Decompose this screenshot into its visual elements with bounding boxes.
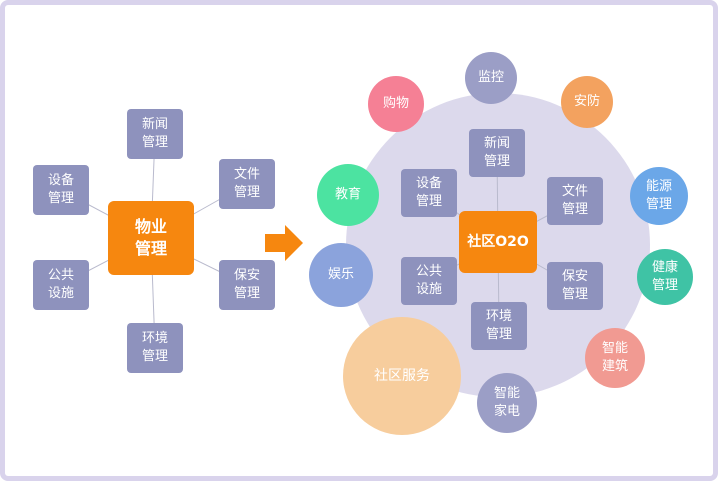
right-node-news-management: 新闻 管理 <box>469 129 525 177</box>
outer-circle-smart-building: 智能 建筑 <box>585 328 645 388</box>
left-node-public-facility: 公共 设施 <box>33 260 89 310</box>
outer-circle-energy-management: 能源 管理 <box>630 167 688 225</box>
transform-arrow-icon <box>265 225 303 261</box>
left-center-node: 物业 管理 <box>108 201 194 275</box>
diagram-canvas: 物业 管理 新闻 管理 设备 管理 公共 设施 文件 管理 保安 管理 环境 管… <box>5 5 713 476</box>
outer-circle-monitoring: 监控 <box>465 52 517 104</box>
left-node-security-management: 保安 管理 <box>219 260 275 310</box>
outer-circle-health-management: 健康 管理 <box>637 249 693 305</box>
right-node-security-management: 保安 管理 <box>547 262 603 310</box>
outer-circle-community-service: 社区服务 <box>343 317 461 435</box>
left-node-file-management: 文件 管理 <box>219 159 275 209</box>
right-node-environment-management: 环境 管理 <box>471 302 527 350</box>
right-node-file-management: 文件 管理 <box>547 177 603 225</box>
right-node-public-facility: 公共 设施 <box>401 257 457 305</box>
left-node-news-management: 新闻 管理 <box>127 109 183 159</box>
outer-circle-entertainment: 娱乐 <box>309 243 373 307</box>
outer-circle-shopping: 购物 <box>368 76 424 132</box>
outer-circle-security: 安防 <box>561 76 613 128</box>
left-node-environment-management: 环境 管理 <box>127 323 183 373</box>
left-node-device-management: 设备 管理 <box>33 165 89 215</box>
outer-circle-smart-appliance: 智能 家电 <box>477 373 537 433</box>
outer-circle-education: 教育 <box>317 164 379 226</box>
right-node-device-management: 设备 管理 <box>401 169 457 217</box>
right-center-node: 社区O2O <box>459 211 537 273</box>
